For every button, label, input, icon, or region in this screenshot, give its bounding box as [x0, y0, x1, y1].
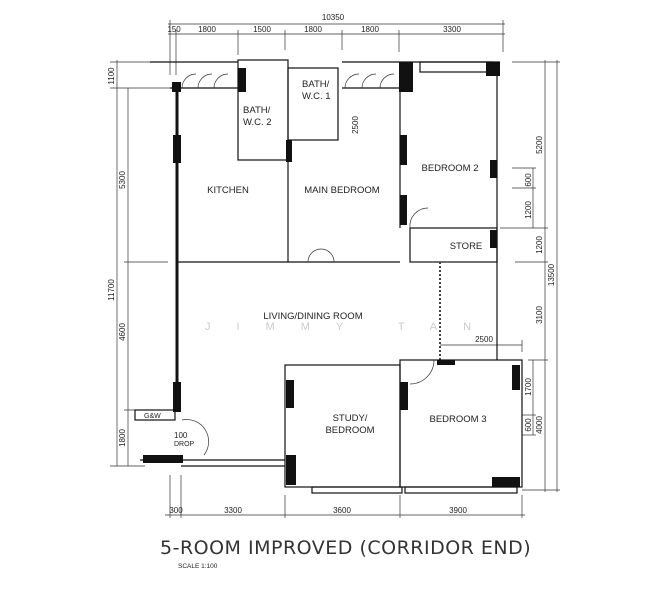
dim-right: 4000: [535, 416, 544, 434]
room-label-bedroom-3: BEDROOM 3: [429, 414, 486, 425]
dim-left: 1800: [118, 429, 127, 447]
dim-bottom: 3300: [224, 506, 242, 515]
room-label-study: STUDY/: [333, 413, 368, 424]
dim-bath: 2500: [351, 116, 360, 134]
plan-scale: SCALE 1:100: [178, 563, 218, 570]
dim-left-total: 11700: [107, 279, 116, 301]
dim-left: 1100: [107, 67, 116, 85]
room-label-bath-2: W.C. 2: [243, 117, 272, 128]
plan-title: 5-ROOM IMPROVED (CORRIDOR END): [160, 537, 531, 559]
dim-left: 4600: [118, 323, 127, 341]
dim-right-inner: 1700: [524, 378, 533, 396]
dim-top: 1800: [361, 25, 379, 34]
dim-right: 1200: [535, 236, 544, 254]
dim-top: 1800: [304, 25, 322, 34]
room-label-bath-1: BATH/: [302, 79, 330, 90]
dim-right-inner: 600: [524, 418, 533, 432]
label-gw: G&W: [144, 413, 161, 420]
dim-right: 5200: [535, 136, 544, 154]
dim-bottom: 3900: [449, 506, 467, 515]
room-label-living-dining: LIVING/DINING ROOM: [263, 311, 362, 322]
label-drop: DROP: [174, 441, 195, 448]
dim-bottom: 300: [169, 506, 183, 515]
bottom-dimensions: [165, 475, 525, 518]
dim-left: 5300: [118, 171, 127, 189]
room-label-study: BEDROOM: [325, 425, 374, 436]
right-dimensions: [440, 60, 560, 492]
dim-top-total: 10350: [322, 13, 345, 22]
left-dimensions: [110, 60, 176, 467]
room-label-main-bedroom: MAIN BEDROOM: [304, 185, 380, 196]
dim-right: 3100: [535, 306, 544, 324]
room-label-store: STORE: [450, 241, 483, 252]
dim-top: 1500: [253, 25, 271, 34]
dim-top: 3300: [443, 25, 461, 34]
watermark: JIMMY TAN: [205, 321, 497, 333]
top-dimensions: [168, 20, 505, 75]
dim-top: 1800: [198, 25, 216, 34]
columns: [143, 62, 520, 487]
doors: [181, 73, 435, 456]
room-label-bath-1: W.C. 1: [302, 91, 331, 102]
room-label-bedroom-2: BEDROOM 2: [421, 163, 478, 174]
dim-bottom: 3600: [333, 506, 351, 515]
dim-top: 150: [167, 25, 181, 34]
room-label-bath-2: BATH/: [243, 105, 271, 116]
dim-right-inner: 600: [524, 173, 533, 187]
label-drop: 100: [174, 431, 188, 440]
room-label-kitchen: KITCHEN: [207, 185, 249, 196]
dim-right-inner: 1200: [524, 201, 533, 219]
dim-right-total: 13500: [547, 263, 556, 286]
dim-balcony: 2500: [475, 335, 493, 344]
